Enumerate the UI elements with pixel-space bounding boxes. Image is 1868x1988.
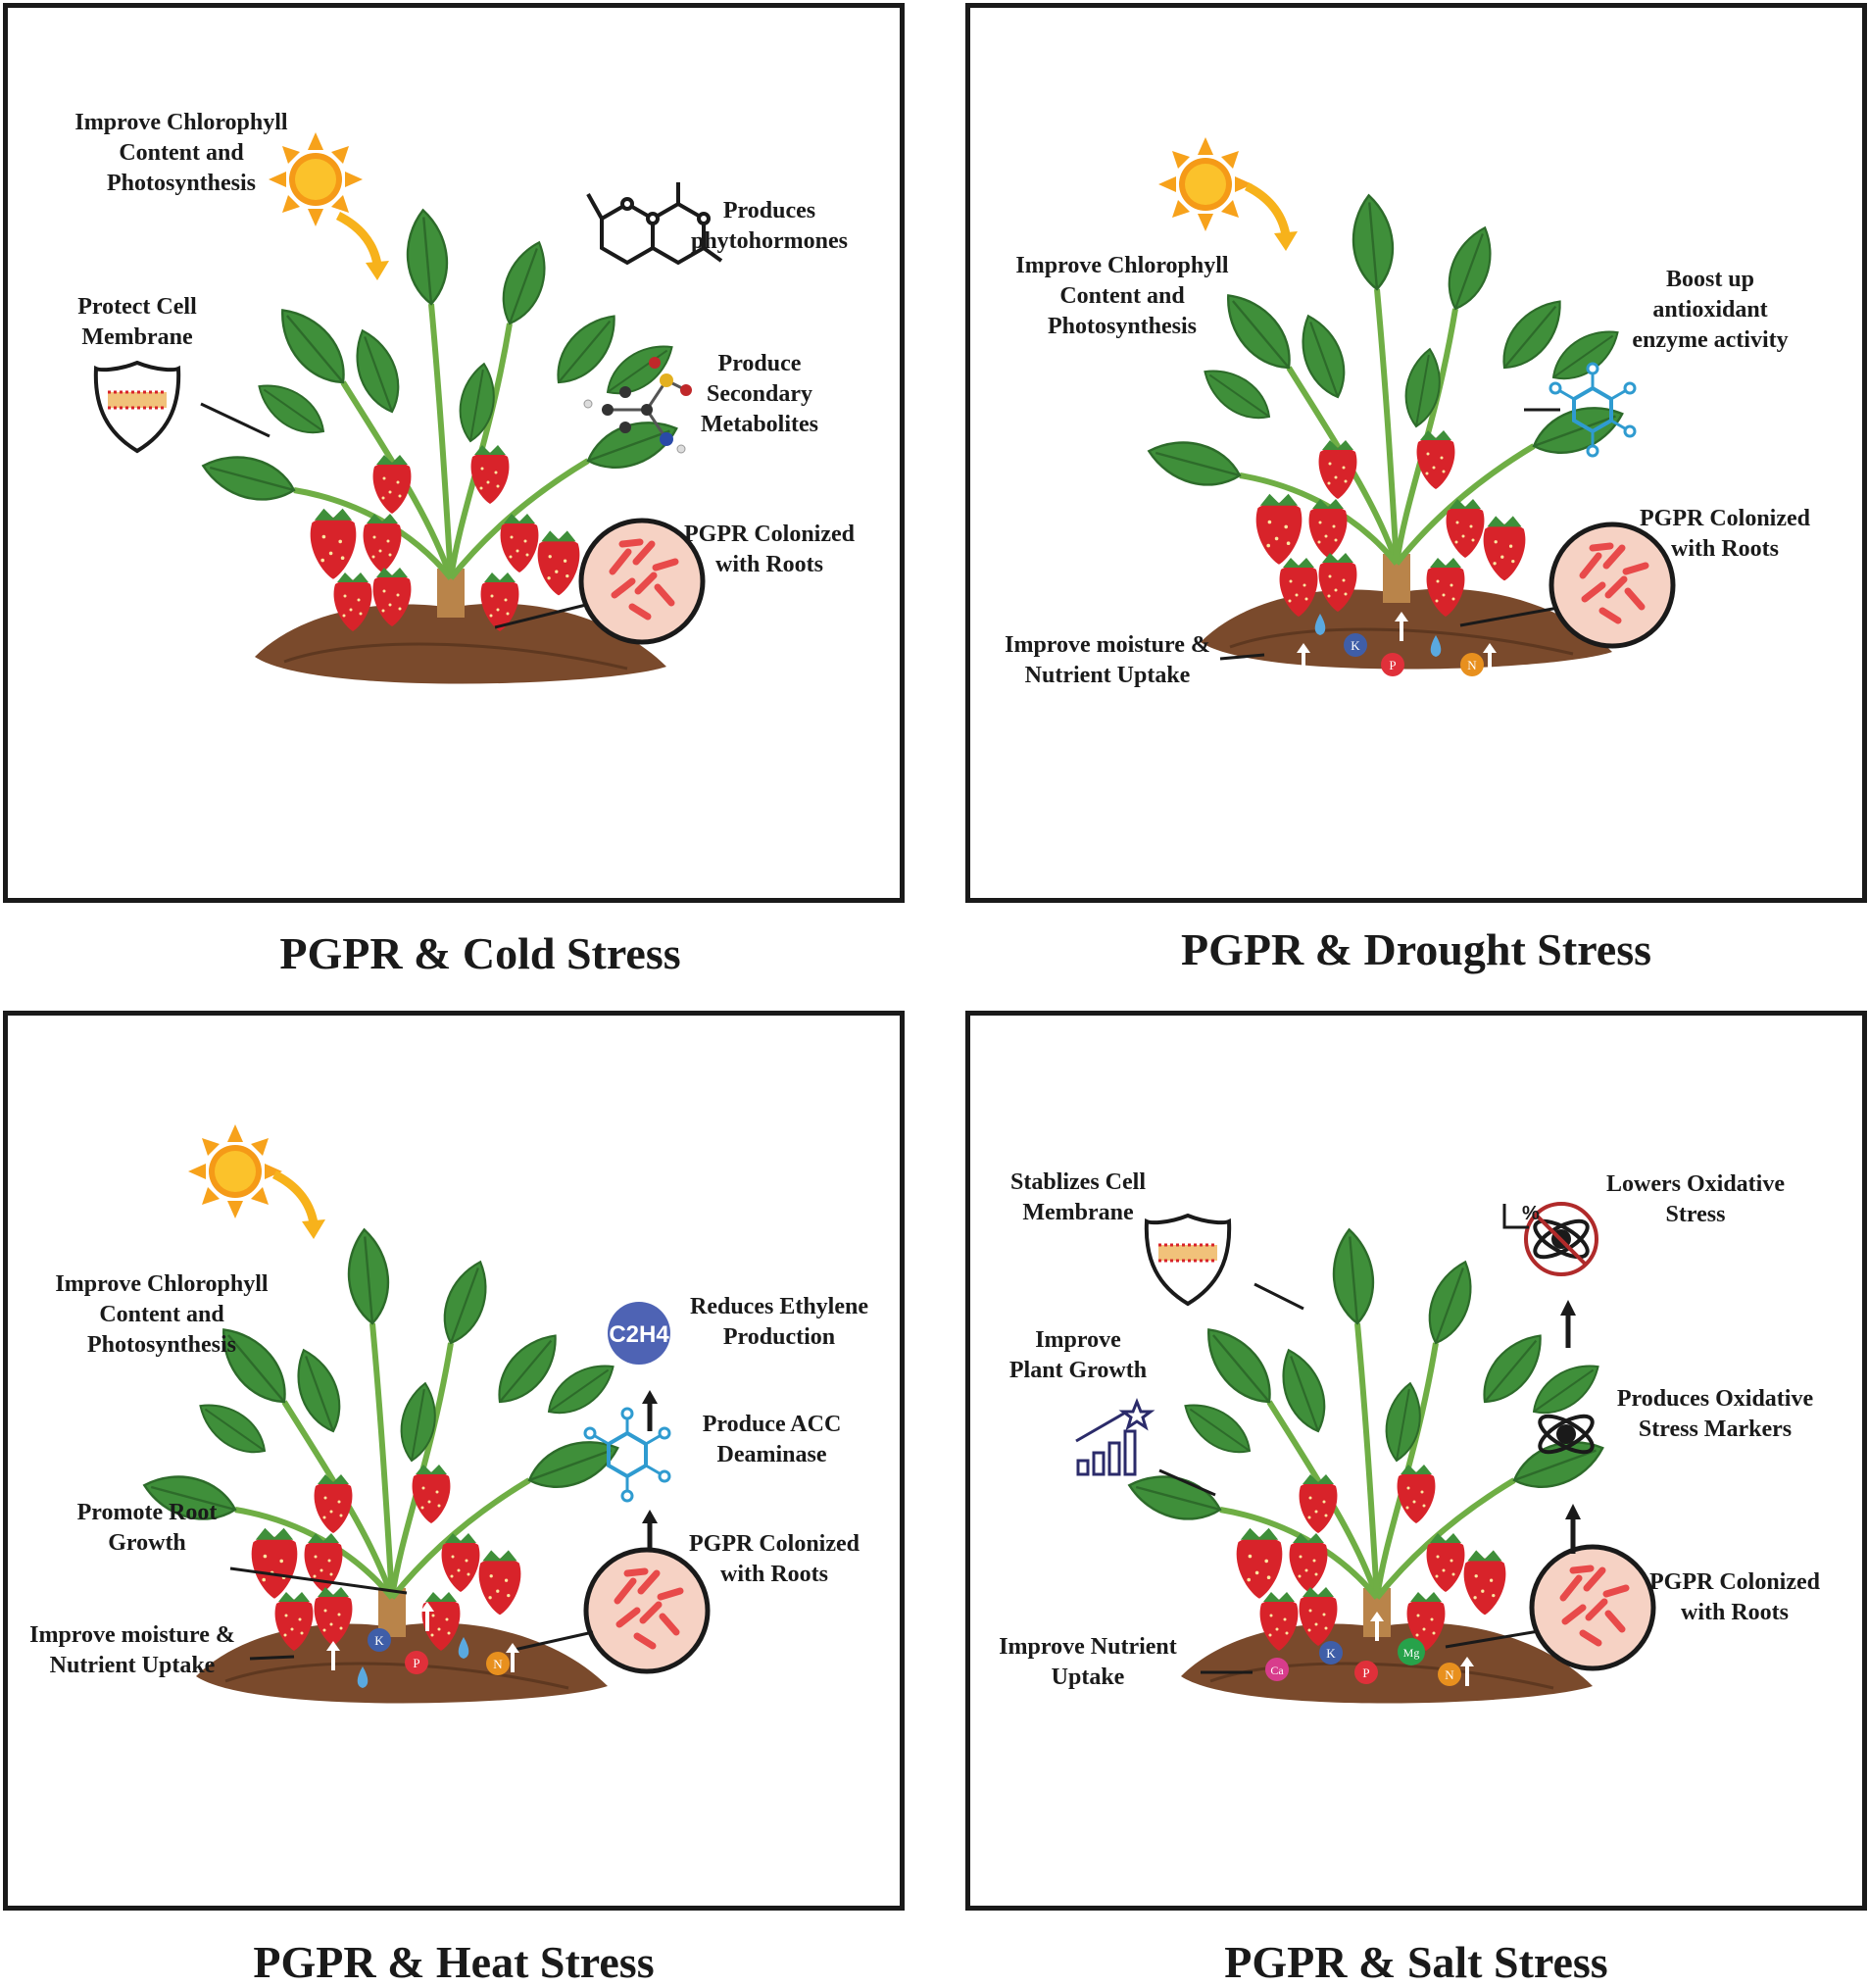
label-antioxidant: Boost up antioxidant enzyme activity bbox=[1632, 267, 1789, 353]
growth-chart-icon bbox=[1075, 1397, 1155, 1476]
label-oxidative-stress-markers: Produces Oxidative Stress Markers bbox=[1616, 1386, 1814, 1442]
root-growth-pointer-line bbox=[229, 1566, 408, 1595]
pgpr-bacteria-circle-salt bbox=[1532, 1547, 1653, 1668]
svg-text:P: P bbox=[1389, 658, 1396, 672]
label-pgpr-colonized: PGPR Colonized with Roots bbox=[684, 522, 855, 577]
nutrient-p-badge: P bbox=[1354, 1661, 1378, 1684]
cell-membrane-shield-icon bbox=[93, 361, 181, 453]
svg-text:K: K bbox=[1351, 638, 1360, 653]
label-phytohormones: Produces phytohormones bbox=[690, 198, 849, 254]
percent-down-icon: % bbox=[1502, 1203, 1540, 1229]
label-pgpr-colonized-salt: PGPR Colonized with Roots bbox=[1649, 1569, 1820, 1625]
caption-salt-stress: PGPR & Salt Stress bbox=[1224, 1937, 1608, 1987]
panel-drought-stress bbox=[965, 3, 1867, 903]
water-drop-icon bbox=[1314, 614, 1326, 635]
label-chlorophyll-heat: Improve Chlorophyll Content and Photosyn… bbox=[55, 1271, 269, 1358]
sun-icon-heat bbox=[188, 1124, 282, 1218]
nutrient-p-badge: P bbox=[1381, 653, 1404, 676]
label-stabilizes-membrane: Stablizes Cell Membrane bbox=[1010, 1169, 1146, 1225]
nutrient-ca-badge: Ca bbox=[1265, 1658, 1289, 1681]
nutrient-k-badge: K bbox=[368, 1628, 391, 1652]
label-chlorophyll-drought: Improve Chlorophyll Content and Photosyn… bbox=[1015, 253, 1229, 339]
pgpr-pointer-line-heat bbox=[509, 1630, 594, 1653]
label-promote-root-growth: Promote Root Growth bbox=[76, 1500, 218, 1556]
label-improve-plant-growth: Improve Plant Growth bbox=[1008, 1327, 1148, 1383]
sun-icon-drought bbox=[1158, 137, 1253, 231]
up-arrow-icon bbox=[1560, 1300, 1581, 1554]
svg-text:N: N bbox=[1445, 1667, 1454, 1682]
curved-arrow-icon-heat bbox=[274, 1174, 325, 1239]
label-improve-nutrient-uptake: Improve Nutrient Uptake bbox=[999, 1634, 1177, 1690]
nutrient-n-badge: N bbox=[486, 1652, 510, 1675]
svg-text:Mg: Mg bbox=[1403, 1646, 1420, 1660]
panel-salt-stress bbox=[965, 1011, 1867, 1911]
nutrient-p-badge: P bbox=[405, 1651, 428, 1674]
label-acc-deaminase: Produce ACC Deaminase bbox=[702, 1412, 842, 1467]
svg-text:Ca: Ca bbox=[1270, 1664, 1284, 1677]
caption-cold-stress: PGPR & Cold Stress bbox=[279, 928, 681, 978]
water-drop-icon bbox=[357, 1666, 369, 1688]
ethylene-badge: C2H4 bbox=[608, 1302, 670, 1365]
label-pgpr-colonized-drought: PGPR Colonized with Roots bbox=[1640, 506, 1810, 562]
moisture-pointer-line-heat bbox=[249, 1655, 295, 1661]
svg-text:K: K bbox=[374, 1633, 384, 1648]
label-lowers-oxidative-stress: Lowers Oxidative Stress bbox=[1606, 1171, 1785, 1227]
nutrient-k-badge: K bbox=[1319, 1641, 1343, 1665]
nutrient-n-badge: N bbox=[1438, 1663, 1461, 1686]
lower-oxidative-stress-icon bbox=[1524, 1202, 1598, 1276]
nutrient-k-badge: K bbox=[1344, 633, 1367, 657]
panel-cold-stress bbox=[3, 3, 905, 903]
pgpr-pointer-line bbox=[494, 603, 587, 629]
nutrient-mg-badge: Mg bbox=[1398, 1638, 1425, 1665]
water-drop-icon bbox=[458, 1637, 469, 1659]
svg-text:C2H4: C2H4 bbox=[609, 1321, 669, 1348]
curved-arrow-icon-drought bbox=[1247, 186, 1298, 251]
label-reduces-ethylene: Reduces Ethylene Production bbox=[690, 1294, 868, 1350]
membrane-pointer-line bbox=[200, 402, 270, 438]
cell-membrane-shield-icon-salt bbox=[1144, 1214, 1232, 1306]
pgpr-pointer-line-drought bbox=[1459, 606, 1559, 627]
label-secondary-metabolites: Produce Secondary Metabolites bbox=[701, 351, 818, 437]
nutrient-n-badge: N bbox=[1460, 653, 1484, 676]
growth-pointer-line bbox=[1158, 1468, 1216, 1497]
phytohormone-molecule-icon bbox=[586, 182, 723, 266]
secondary-metabolite-molecule-icon bbox=[583, 357, 692, 454]
svg-text:K: K bbox=[1326, 1646, 1336, 1661]
membrane-pointer-line-salt bbox=[1254, 1282, 1304, 1311]
water-drop-icon bbox=[1430, 635, 1442, 657]
svg-text:P: P bbox=[413, 1656, 419, 1670]
svg-text:N: N bbox=[1467, 658, 1477, 672]
label-pgpr-colonized-heat: PGPR Colonized with Roots bbox=[689, 1531, 860, 1587]
svg-text:N: N bbox=[493, 1657, 503, 1671]
svg-text:%: % bbox=[1522, 1203, 1540, 1224]
up-arrow-icon bbox=[642, 1390, 658, 1549]
label-protect-membrane: Protect Cell Membrane bbox=[77, 294, 197, 350]
caption-drought-stress: PGPR & Drought Stress bbox=[1180, 924, 1651, 974]
svg-text:P: P bbox=[1362, 1665, 1369, 1680]
caption-heat-stress: PGPR & Heat Stress bbox=[253, 1937, 655, 1987]
label-chlorophyll: Improve Chlorophyll Content and Photosyn… bbox=[74, 110, 288, 196]
panel-heat-stress bbox=[3, 1011, 905, 1911]
moisture-pointer-line bbox=[1219, 653, 1265, 661]
label-moisture-nutrient-heat: Improve moisture & Nutrient Uptake bbox=[29, 1622, 235, 1678]
curved-arrow-icon bbox=[338, 216, 389, 280]
label-moisture-nutrient: Improve moisture & Nutrient Uptake bbox=[1005, 632, 1210, 688]
pgpr-pointer-line-salt bbox=[1445, 1629, 1540, 1649]
